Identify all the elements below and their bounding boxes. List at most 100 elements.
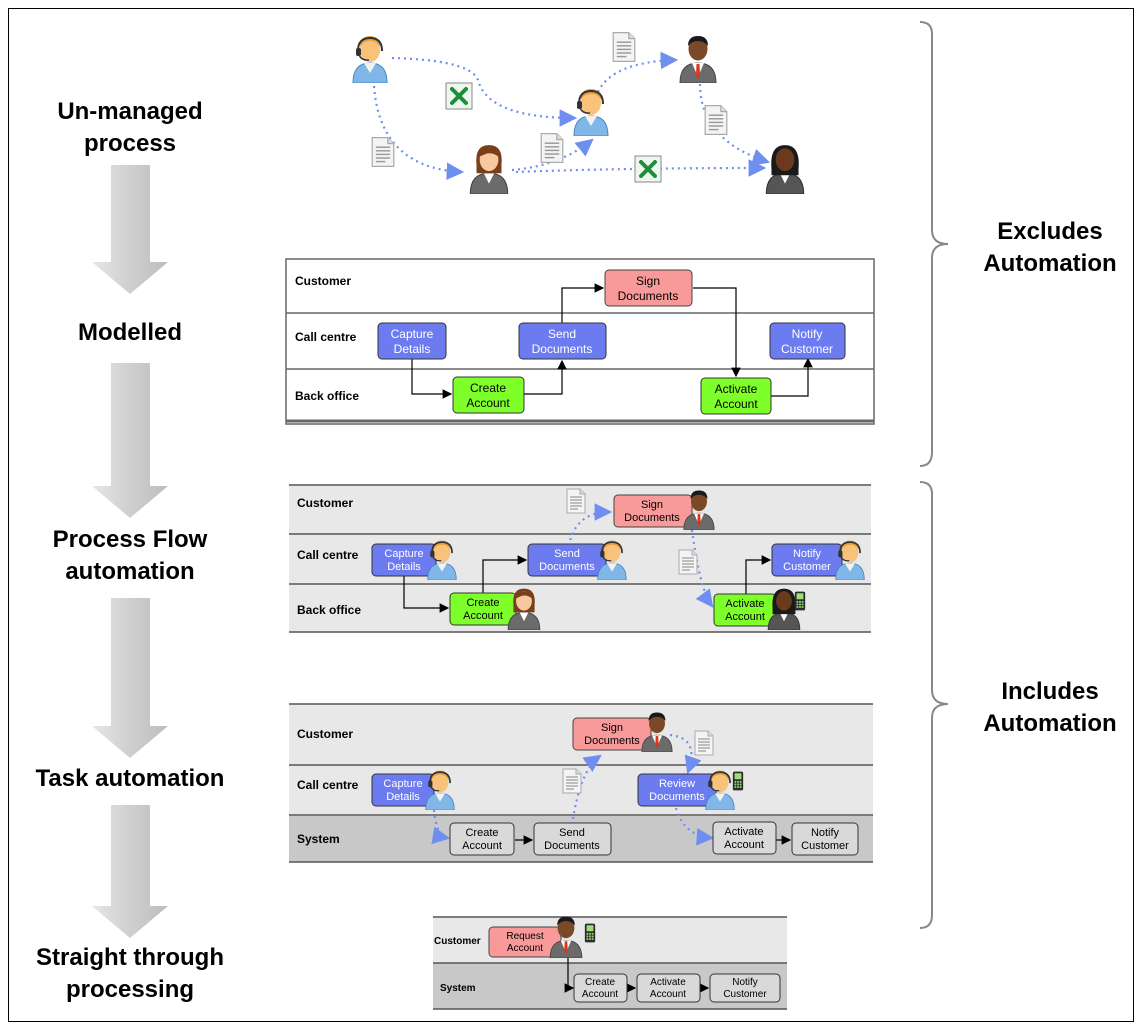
flow-arrow <box>693 287 741 378</box>
task-label-line1: Notify <box>792 327 823 341</box>
lane-label: Call centre <box>297 548 359 562</box>
task-label-line1: Send <box>559 827 585 839</box>
task-label-line1: Notify <box>793 548 822 560</box>
stage-label-modelled: Modelled <box>77 319 182 346</box>
stage-label-unmanaged: Un-managed process <box>57 98 203 157</box>
task-create-account: Create Account <box>452 376 525 414</box>
task-label-line1: Activate <box>724 826 763 838</box>
flow-arrow <box>411 358 453 399</box>
task-label-line1: Create <box>585 977 615 988</box>
lane-label: System <box>297 832 340 846</box>
task-label-line2: Details <box>394 342 431 356</box>
lane-label: Customer <box>295 274 351 288</box>
task-notify-customer: Notify Customer <box>791 822 859 856</box>
agent-icon <box>573 88 609 136</box>
down-arrow-4 <box>92 805 168 938</box>
task-label-line1: Create <box>466 597 499 609</box>
task-label-line1: Activate <box>650 977 686 988</box>
task-capture-details: Capture Details <box>371 543 437 577</box>
task-activate-account: Activate Account <box>636 973 701 1003</box>
task-label-line1: Notify <box>732 977 758 988</box>
spreadsheet-icon <box>445 82 473 110</box>
task-label-line1: Activate <box>725 598 764 610</box>
stage-label-process-flow: Process Flow automation <box>52 526 208 585</box>
task-label-line2: Documents <box>649 791 705 803</box>
task-label-line2: Account <box>650 989 686 1000</box>
figure-frame <box>8 8 1134 1022</box>
brace-label-excludes: Excludes Automation <box>983 218 1117 277</box>
mobile-phone-icon <box>584 923 596 943</box>
lane-label: Back office <box>295 389 359 403</box>
flow-arrow <box>482 555 528 595</box>
flow-dotted-5 <box>515 159 767 177</box>
brace-includes <box>919 481 949 929</box>
lane-label: Customer <box>297 496 353 510</box>
task-label-line2: Details <box>386 791 420 803</box>
task-label-line2: Documents <box>624 512 680 524</box>
task-notify-customer: Notify Customer <box>771 543 843 577</box>
task-create-account: Create Account <box>449 822 515 856</box>
task-label-line1: Capture <box>383 778 422 790</box>
task-label-line2: Details <box>387 561 421 573</box>
flow-arrow <box>745 555 772 594</box>
document-icon <box>371 136 395 168</box>
task-notify-customer: Notify Customer <box>769 322 846 360</box>
task-label-line1: Notify <box>811 827 840 839</box>
stage-arrows <box>92 165 168 938</box>
lane-label: Customer <box>297 727 353 741</box>
flow-dotted-4 <box>597 51 679 93</box>
document-icon <box>566 488 586 514</box>
task-label-line2: Documents <box>539 561 595 573</box>
flow-dotted-3 <box>511 138 594 172</box>
brace-label-includes: Includes Automation <box>983 678 1117 737</box>
flow-dotted-1 <box>391 56 578 127</box>
handoff-dotted <box>690 529 714 608</box>
lane-label: Customer <box>434 936 481 947</box>
task-label-line2: Account <box>463 610 503 622</box>
task-label-line1: Create <box>465 827 498 839</box>
document-icon <box>540 132 564 164</box>
down-arrow-2 <box>92 363 168 518</box>
flow-arrow <box>564 955 575 993</box>
task-label-line2: Documents <box>544 840 600 852</box>
braces <box>919 21 949 929</box>
task-label-line2: Documents <box>618 289 679 303</box>
lane-label: System <box>440 983 476 994</box>
lane-label: Back office <box>297 603 361 617</box>
task-label-line1: Send <box>548 327 576 341</box>
task-label-line2: Account <box>507 943 543 954</box>
task-send-documents: Send Documents <box>518 322 607 360</box>
task-label-line1: Sign <box>636 274 660 288</box>
flow-arrow <box>403 576 450 613</box>
unmanaged-process-diagram <box>352 31 805 194</box>
task-label-line1: Send <box>554 548 580 560</box>
document-icon <box>694 730 714 756</box>
spreadsheet-icon <box>634 155 662 183</box>
task-label-line2: Customer <box>723 989 767 1000</box>
task-label-line1: Review <box>659 778 695 790</box>
task-activate-account: Activate Account <box>700 377 772 415</box>
handoff-dotted <box>674 807 715 846</box>
handoff-dotted <box>431 809 451 845</box>
flow-arrow <box>524 359 567 395</box>
task-label-line1: Capture <box>384 548 423 560</box>
task-sign-documents: Sign Documents <box>613 494 693 528</box>
lane-label: Call centre <box>295 330 357 344</box>
down-arrow-3 <box>92 598 168 758</box>
process-flow-automation-diagram: Customer Call centre Back office Sign Do… <box>289 484 871 633</box>
task-label-line2: Account <box>724 839 764 851</box>
task-notify-customer: Notify Customer <box>709 973 781 1003</box>
task-automation-diagram: Customer Call centre System Sign Documen… <box>289 703 873 863</box>
task-label-line2: Account <box>462 840 502 852</box>
task-send-documents: Send Documents <box>533 822 612 856</box>
task-capture-details: Capture Details <box>371 773 435 807</box>
task-label-line2: Account <box>714 397 758 411</box>
stage-label-stp: Straight through processing <box>36 944 224 1003</box>
task-create-account: Create Account <box>573 973 628 1003</box>
brace-excludes <box>919 21 949 467</box>
document-icon <box>704 104 728 136</box>
document-icon <box>612 31 636 63</box>
task-review-documents: Review Documents <box>637 773 717 807</box>
task-send-documents: Send Documents <box>527 543 607 577</box>
